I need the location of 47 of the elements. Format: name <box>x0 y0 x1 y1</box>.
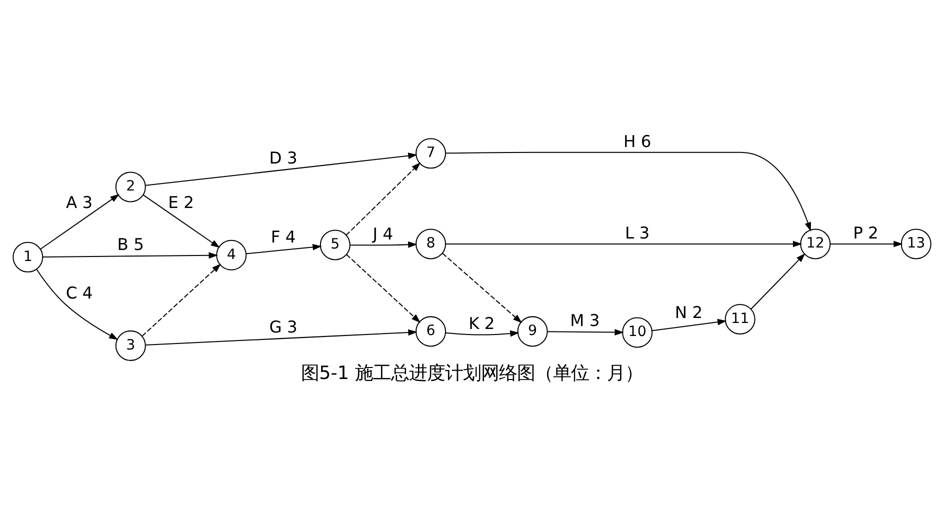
edge-label: E 2 <box>168 192 194 212</box>
node-circle: 9 <box>516 316 548 346</box>
node-circle: 11 <box>724 303 755 334</box>
arrow <box>444 330 519 336</box>
edge-label: M 3 <box>570 310 600 330</box>
arrow <box>652 318 726 331</box>
arrow <box>141 263 220 336</box>
node-circle: 5 <box>319 229 350 260</box>
arrow <box>36 268 118 340</box>
node-circle: 1 <box>12 241 43 272</box>
node-circle: 3 <box>114 330 146 360</box>
arrow <box>145 152 417 186</box>
node-circle: 13 <box>900 228 931 259</box>
arrow <box>345 162 420 236</box>
arrow <box>546 328 624 335</box>
node-circle: 7 <box>415 138 446 168</box>
edge-label: A 3 <box>65 192 92 212</box>
edge-label: N 2 <box>674 302 702 322</box>
arrow <box>445 151 810 231</box>
arrow <box>145 328 417 346</box>
arrow <box>750 252 805 309</box>
edge-label: L 3 <box>624 223 650 242</box>
node-circle: 4 <box>216 239 246 270</box>
edge-label: D 3 <box>268 148 297 167</box>
edge-label: K 2 <box>468 314 494 333</box>
arrow <box>246 243 322 254</box>
caption: 图5-1 施工总进度计划网络图（单位：月） <box>300 362 642 384</box>
edge-label: P 2 <box>852 223 878 242</box>
edge-label: F 4 <box>270 227 296 246</box>
arrow <box>346 254 420 322</box>
edge-label: C 4 <box>65 283 92 302</box>
arrow <box>830 240 902 247</box>
arrow <box>445 240 802 247</box>
edge-label: B 5 <box>116 234 144 254</box>
node-circle: 2 <box>114 171 146 202</box>
node-circle: 12 <box>800 228 830 259</box>
edge-label: J 4 <box>372 224 393 244</box>
node-circle: 6 <box>415 316 446 346</box>
arrow <box>442 252 522 323</box>
edge-label: H 6 <box>622 132 651 151</box>
arrow <box>142 194 220 248</box>
edge-label: G 3 <box>268 316 297 336</box>
node-circle: 10 <box>622 316 652 348</box>
arrow <box>42 252 218 258</box>
arrow <box>350 240 417 248</box>
node-circle: 8 <box>415 228 446 259</box>
arrow <box>40 194 119 250</box>
